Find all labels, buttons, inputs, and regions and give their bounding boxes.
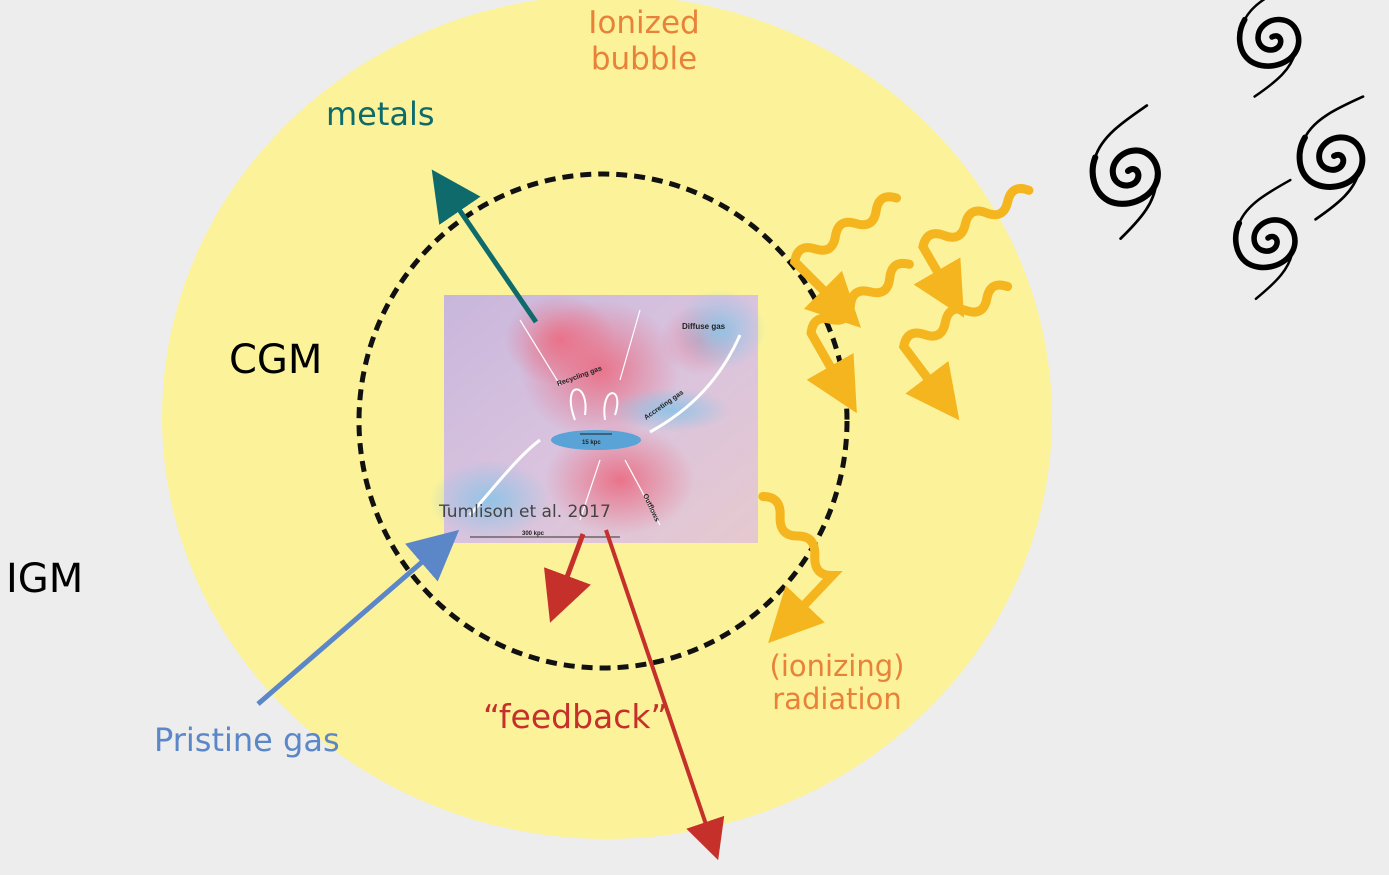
igm-label: IGM bbox=[6, 556, 83, 602]
pristine-gas-label: Pristine gas bbox=[154, 722, 340, 759]
cgm-label: CGM bbox=[229, 337, 322, 383]
spiral-galaxy-icon bbox=[1231, 180, 1300, 300]
spiral-galaxy-icon bbox=[1082, 106, 1168, 242]
spiral-galaxy-icon bbox=[1240, 0, 1300, 97]
citation-label: Tumlison et al. 2017 bbox=[439, 503, 611, 523]
inset-scale-300kpc: 300 kpc bbox=[522, 531, 545, 537]
metals-label: metals bbox=[326, 96, 435, 133]
ionizing-radiation-label-line2: radiation bbox=[762, 683, 912, 716]
ionized-bubble-label-line2: bubble bbox=[582, 42, 706, 78]
spiral-galaxy-icon bbox=[1300, 97, 1363, 220]
ionizing-radiation-label: (ionizing) radiation bbox=[762, 650, 912, 717]
feedback-label: “feedback” bbox=[483, 698, 668, 736]
ionized-bubble-label-line1: Ionized bbox=[582, 6, 706, 42]
inset-scale-15kpc: 15 kpc bbox=[582, 440, 601, 446]
inset-diffuse-gas-label: Diffuse gas bbox=[682, 322, 726, 331]
ionizing-radiation-label-line1: (ionizing) bbox=[762, 650, 912, 683]
ionized-bubble-label: Ionized bubble bbox=[582, 6, 706, 77]
